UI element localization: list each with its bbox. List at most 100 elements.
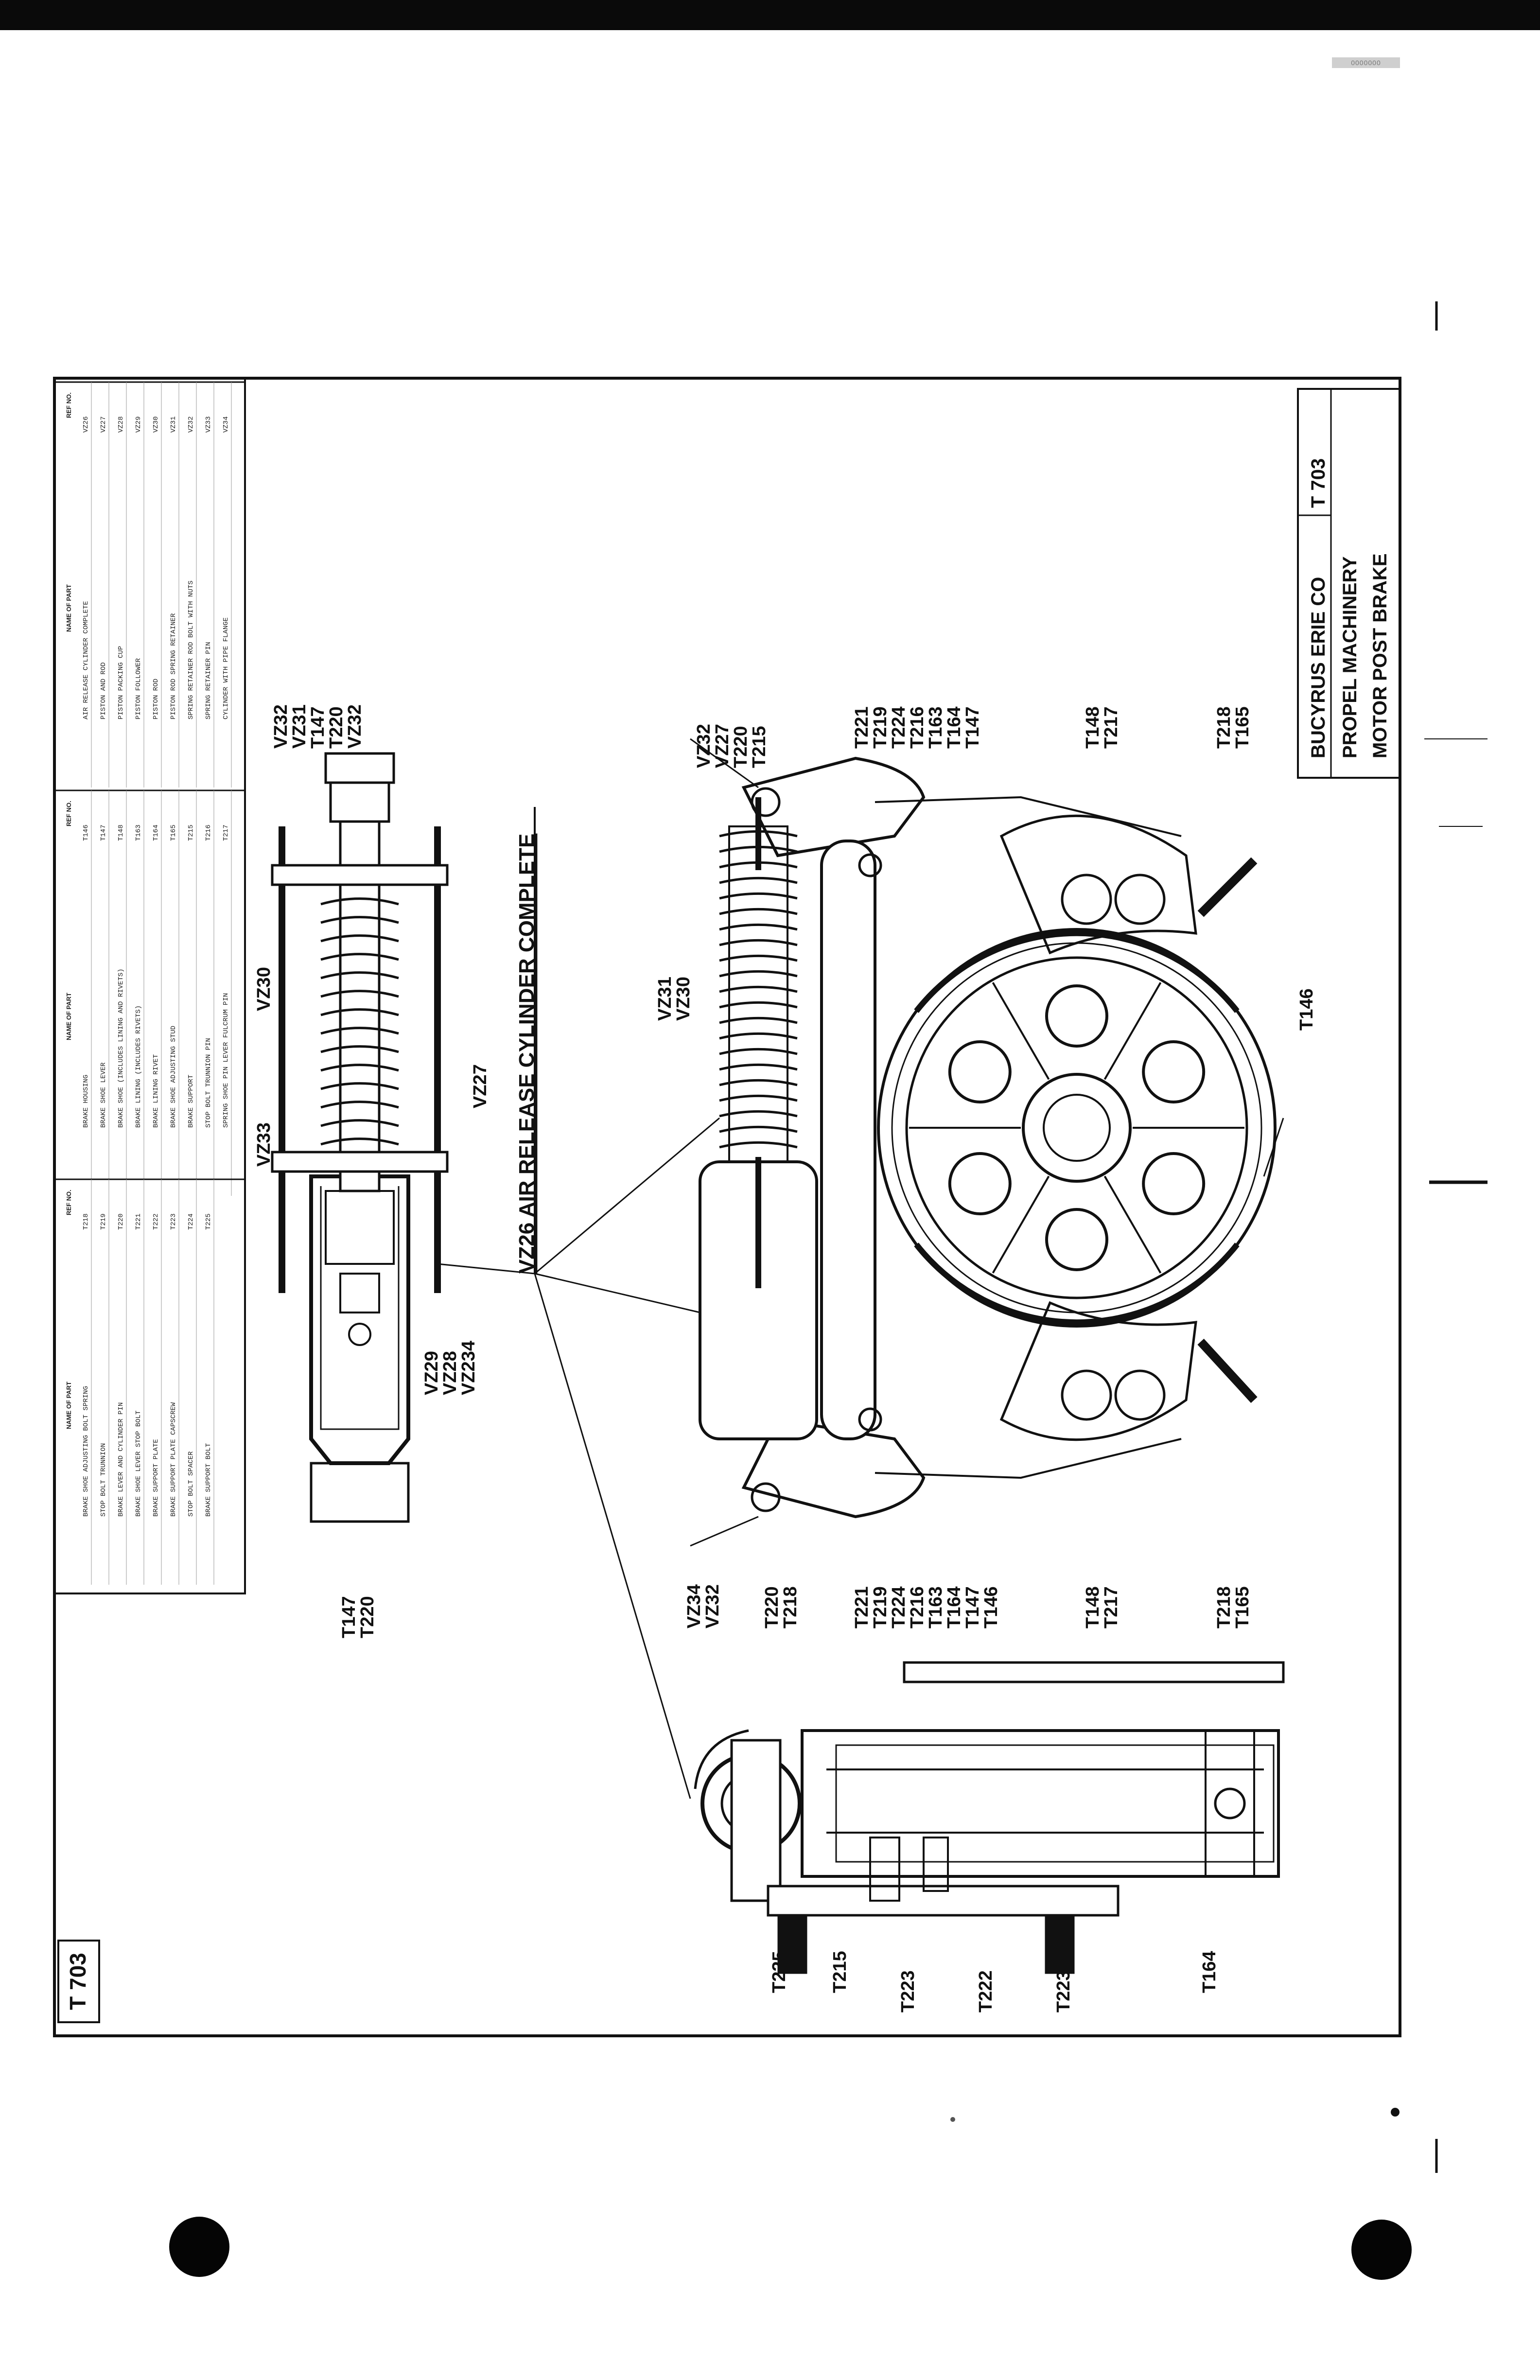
parts-name: BRAKE LINING (INCLUDES RIVETS): [135, 1005, 142, 1128]
spring-coil: [719, 923, 798, 931]
spring-coil: [719, 876, 798, 884]
part-callout: VZ29: [421, 1351, 442, 1395]
part-callout: VZ234: [458, 1341, 479, 1395]
part-callout: T220: [731, 726, 751, 768]
part-callout: T216: [907, 706, 928, 749]
parts-table-header: REF NO.: [65, 801, 72, 826]
part-callout: VZ34: [684, 1584, 704, 1628]
part-callout: T146: [1296, 988, 1317, 1031]
part-callout: VZ31: [655, 977, 675, 1021]
drum-spoke: [992, 982, 1050, 1080]
part-callout: T218: [780, 1586, 801, 1628]
parts-name: PISTON ROD SPRING RETAINER: [170, 613, 177, 719]
part-callout: T218: [1214, 706, 1234, 749]
brake-assembly: [699, 756, 1277, 1519]
part-callout: VZ32: [694, 724, 714, 768]
dot-mark: [1391, 2108, 1400, 2117]
drum-lightening-hole: [1045, 1208, 1108, 1271]
part-callout: VZ31: [289, 704, 310, 749]
parts-ref-no: T164: [152, 824, 160, 841]
drum-spoke: [1103, 1175, 1162, 1274]
part-callout: T223: [1053, 1970, 1074, 2012]
parts-ref-no: T215: [187, 824, 195, 841]
parts-ref-no: T147: [100, 824, 107, 841]
part-callout: T219: [870, 706, 891, 749]
parts-name: PISTON ROD: [152, 679, 160, 719]
part-callout: T164: [1199, 1951, 1220, 1993]
parts-ref-no: VZ31: [170, 416, 177, 433]
parts-name: STOP BOLT TRUNNION: [100, 1443, 107, 1517]
part-callout: T217: [1101, 1586, 1121, 1628]
parts-name: BRAKE LEVER AND CYLINDER PIN: [117, 1402, 125, 1517]
title-drawing-no: T 703: [1308, 458, 1329, 508]
parts-table-header: REF NO.: [65, 1190, 72, 1215]
part-callout: T147: [308, 706, 328, 749]
parts-ref-no: VZ32: [187, 416, 195, 433]
part-callout: T147: [962, 706, 983, 749]
parts-ref-no: T163: [135, 824, 142, 841]
spring-coil: [320, 897, 399, 906]
drum-lightening-hole: [948, 1040, 1012, 1103]
parts-name: STOP BOLT SPACER: [187, 1451, 195, 1517]
part-callout: T223: [898, 1970, 918, 2012]
parts-name: BRAKE SUPPORT PLATE CAPSCREW: [170, 1402, 177, 1517]
part-callout: T163: [926, 1586, 946, 1628]
parts-name: BRAKE SHOE (INCLUDES LINING AND RIVETS): [117, 968, 125, 1128]
part-callout: T148: [1083, 1586, 1103, 1628]
drum-spoke: [1103, 982, 1162, 1080]
spring-coil: [320, 953, 399, 961]
parts-name: BRAKE SHOE LEVER: [100, 1062, 107, 1128]
parts-ref-no: T148: [117, 824, 125, 841]
part-callout: T225: [769, 1951, 789, 1993]
corner-stamp: 0000000: [1332, 57, 1400, 68]
spring-coil: [719, 1110, 798, 1118]
parts-ref-no: VZ26: [82, 416, 90, 433]
spring-coil: [719, 1048, 798, 1055]
title-block: BUCYRUS ERIE CO T 703 PROPEL MACHINERY M…: [1297, 388, 1401, 779]
part-callout: VZ27: [712, 724, 733, 768]
parts-ref-no: VZ29: [135, 416, 142, 433]
part-callout: T165: [1232, 706, 1253, 749]
part-callout: VZ33: [254, 1122, 274, 1167]
parts-ref-no: T221: [135, 1213, 142, 1230]
spring-coil: [719, 1016, 798, 1024]
spring-coil: [719, 985, 798, 993]
spring-coil: [320, 1101, 399, 1109]
parts-name: BRAKE SUPPORT: [187, 1075, 195, 1128]
part-callout: T147: [962, 1586, 983, 1628]
spring-coil: [320, 1119, 399, 1127]
parts-name: AIR RELEASE CYLINDER COMPLETE: [82, 601, 90, 719]
part-callout: VZ32: [702, 1584, 723, 1628]
title-line-2: MOTOR POST BRAKE: [1369, 553, 1391, 758]
parts-ref-no: T223: [170, 1213, 177, 1230]
spring-coil: [320, 1045, 399, 1053]
parts-name: STOP BOLT TRUNNION PIN: [205, 1038, 212, 1128]
parts-ref-no: VZ34: [222, 416, 230, 433]
spring-coil: [719, 908, 798, 915]
sheet-number-box: T 703: [57, 1940, 100, 2023]
scan-top-border: [0, 0, 1540, 30]
callout-labels: VZ32VZ31T147T220VZ32VZ30VZ33VZ27VZ29VZ28…: [254, 704, 1317, 2012]
drum-spoke: [992, 1175, 1050, 1274]
parts-ref-no: T165: [170, 824, 177, 841]
parts-table-header: NAME OF PART: [65, 584, 72, 632]
part-callout: VZ30: [673, 977, 694, 1021]
parts-ref-no: T218: [82, 1213, 90, 1230]
part-callout: VZ32: [271, 704, 291, 749]
parts-ref-no: VZ28: [117, 416, 125, 433]
part-callout: T164: [944, 706, 964, 749]
part-callout: T147: [339, 1596, 359, 1638]
leader-lines: [437, 738, 1284, 1799]
parts-name: SPRING SHOE PIN LEVER FULCRUM PIN: [222, 993, 230, 1128]
part-callout: T222: [976, 1970, 996, 2012]
drum-lightening-hole: [948, 1152, 1012, 1215]
part-callout: VZ27: [470, 1064, 490, 1108]
part-callout: T216: [907, 1586, 928, 1628]
part-callout: T215: [830, 1951, 850, 1993]
parts-ref-no: T220: [117, 1213, 125, 1230]
part-callout: T220: [326, 706, 347, 749]
part-callout: T218: [1214, 1586, 1234, 1628]
spring-coil: [320, 1064, 399, 1072]
